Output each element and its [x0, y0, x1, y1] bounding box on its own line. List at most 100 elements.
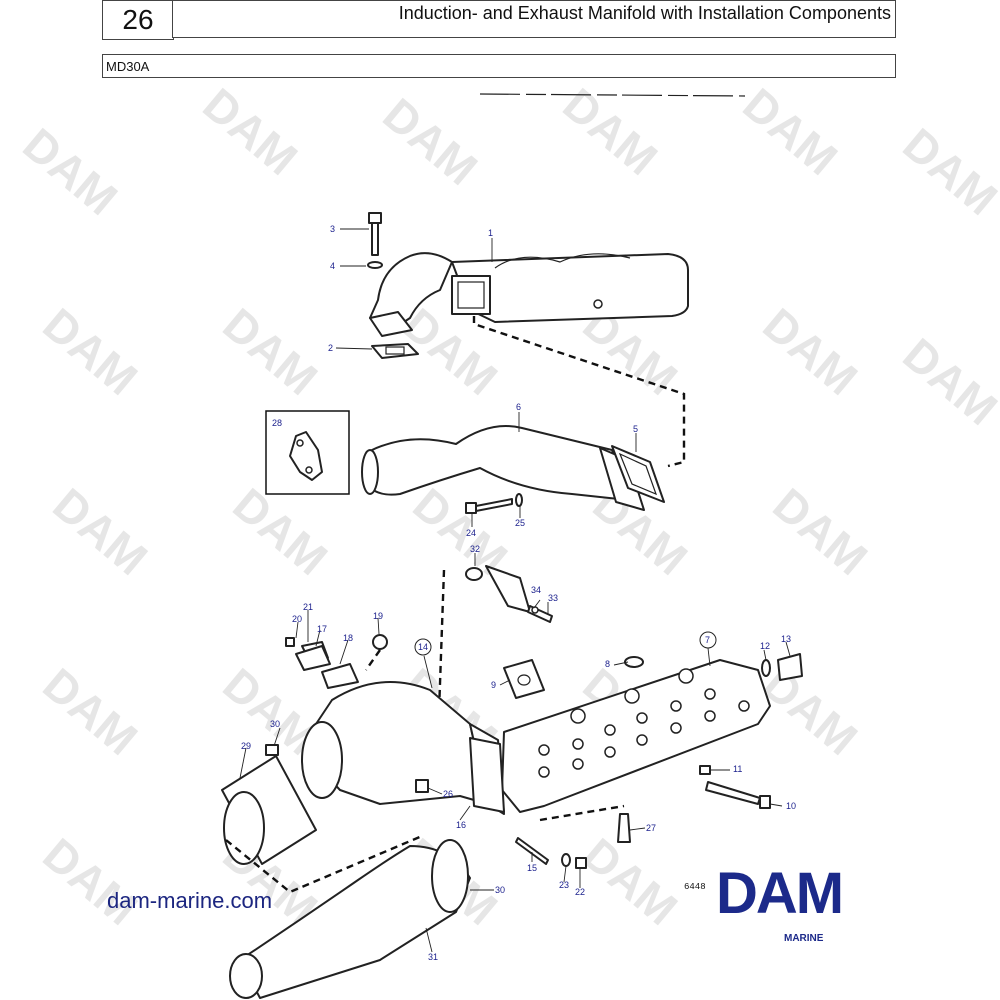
- callout-17: 17: [317, 624, 327, 634]
- flange-adapter: [485, 565, 531, 613]
- callout-20: 20: [292, 614, 302, 624]
- watermark: DAM: [554, 78, 668, 185]
- scan-artifact: [479, 93, 746, 97]
- callout-24: 24: [466, 528, 476, 538]
- callout-34: 34: [531, 585, 541, 595]
- pipe-31: [229, 839, 471, 999]
- watermark: DAM: [894, 118, 1000, 225]
- callout-12: 12: [760, 641, 770, 651]
- watermark: DAM: [34, 828, 148, 935]
- callout-25: 25: [515, 518, 525, 528]
- washer-34: [531, 606, 539, 614]
- website-link[interactable]: dam-marine.com: [107, 888, 273, 913]
- callout-13: 13: [781, 634, 791, 644]
- detail-box-28: [265, 410, 350, 495]
- exhaust-pipe-6: [361, 425, 645, 511]
- page-number: 26: [122, 4, 154, 35]
- watermark: DAM: [194, 78, 308, 185]
- cover-18: [321, 663, 359, 689]
- callout-15: 15: [527, 863, 537, 873]
- clamp-30: [265, 744, 279, 756]
- callout-22: 22: [575, 887, 585, 897]
- watermark: DAM: [754, 658, 868, 765]
- callout-33: 33: [548, 593, 558, 603]
- washer-23: [561, 853, 571, 867]
- callout-30-top: 30: [270, 719, 280, 729]
- bolt-3: [368, 212, 382, 256]
- callout-10: 10: [786, 801, 796, 811]
- gasket-2: [371, 343, 419, 359]
- watermark: DAM: [34, 658, 148, 765]
- callout-8: 8: [605, 659, 610, 669]
- watermark: DAM: [44, 478, 158, 585]
- callout-1: 1: [488, 228, 493, 238]
- callout-21: 21: [303, 602, 313, 612]
- callout-19: 19: [373, 611, 383, 621]
- gasket-9: [503, 659, 545, 699]
- dam-logo-subtext: MARINE: [784, 933, 824, 944]
- watermark: DAM: [894, 328, 1000, 435]
- callout-7: 7: [705, 635, 710, 645]
- callout-30-bottom: 30: [495, 885, 505, 895]
- callout-14: 14: [418, 642, 428, 652]
- callout-18: 18: [343, 633, 353, 643]
- callout-3: 3: [330, 224, 335, 234]
- callout-27: 27: [646, 823, 656, 833]
- assembly-line: [225, 834, 423, 894]
- callout-labels: 1 2 3 4 5 6 7 8 9 10 11 12 13 14 15 16 1…: [241, 224, 796, 962]
- bolt-20: [285, 637, 295, 647]
- callout-9: 9: [491, 680, 496, 690]
- watermark: DAM: [404, 478, 518, 585]
- exhaust-manifold-7: [501, 659, 771, 813]
- assembly-line: [472, 316, 686, 468]
- hose-29: [221, 755, 317, 865]
- watermark: DAM: [374, 88, 488, 195]
- watermark: DAM: [764, 478, 878, 585]
- ring-12: [761, 659, 771, 677]
- callout-11: 11: [733, 764, 742, 774]
- page-number-box: 26: [102, 0, 174, 40]
- cap-8: [624, 656, 644, 668]
- o-ring-32: [465, 567, 483, 581]
- callout-29: 29: [241, 741, 251, 751]
- callout-26: 26: [443, 789, 453, 799]
- plug-19: [372, 634, 388, 650]
- plug-26: [415, 779, 429, 793]
- watermark: DAM: [754, 298, 868, 405]
- washer-4: [367, 261, 383, 269]
- callout-28: 28: [272, 418, 282, 428]
- washer-25: [515, 493, 523, 507]
- callout-23: 23: [559, 880, 569, 890]
- sensor-27: [617, 813, 631, 843]
- nut-22: [575, 857, 587, 869]
- title-box: Induction- and Exhaust Manifold with Ins…: [172, 0, 896, 38]
- figure-number: 6448: [684, 882, 706, 892]
- bolt-10: [705, 781, 761, 805]
- callout-32: 32: [470, 544, 480, 554]
- watermark: DAM: [574, 828, 688, 935]
- model-box: MD30A: [102, 54, 896, 78]
- callout-31: 31: [428, 952, 438, 962]
- bolt-10-head: [759, 795, 771, 809]
- callout-16: 16: [456, 820, 466, 830]
- watermark: DAM: [34, 298, 148, 405]
- stud-15: [515, 837, 549, 865]
- nut-11: [699, 765, 711, 775]
- page-title: Induction- and Exhaust Manifold with Ins…: [398, 3, 891, 23]
- callout-5: 5: [633, 424, 638, 434]
- callout-14-ring: [414, 638, 432, 656]
- watermark-layer: DAM DAM DAM DAM DAM DAM DAM DAM DAM DAM …: [14, 78, 1000, 935]
- cover-17: [295, 645, 331, 671]
- leader-lines: [239, 228, 791, 953]
- flange-16: [469, 737, 505, 813]
- callout-4: 4: [330, 261, 335, 271]
- callout-7-ring: [699, 631, 717, 649]
- dam-logo: DAM: [716, 861, 844, 926]
- watermark: DAM: [214, 298, 328, 405]
- model-label: MD30A: [106, 58, 150, 74]
- callout-2: 2: [328, 343, 333, 353]
- watermark: DAM: [14, 118, 128, 225]
- plug-13: [777, 653, 803, 681]
- assembly-line: [365, 649, 381, 671]
- watermark: DAM: [734, 78, 848, 185]
